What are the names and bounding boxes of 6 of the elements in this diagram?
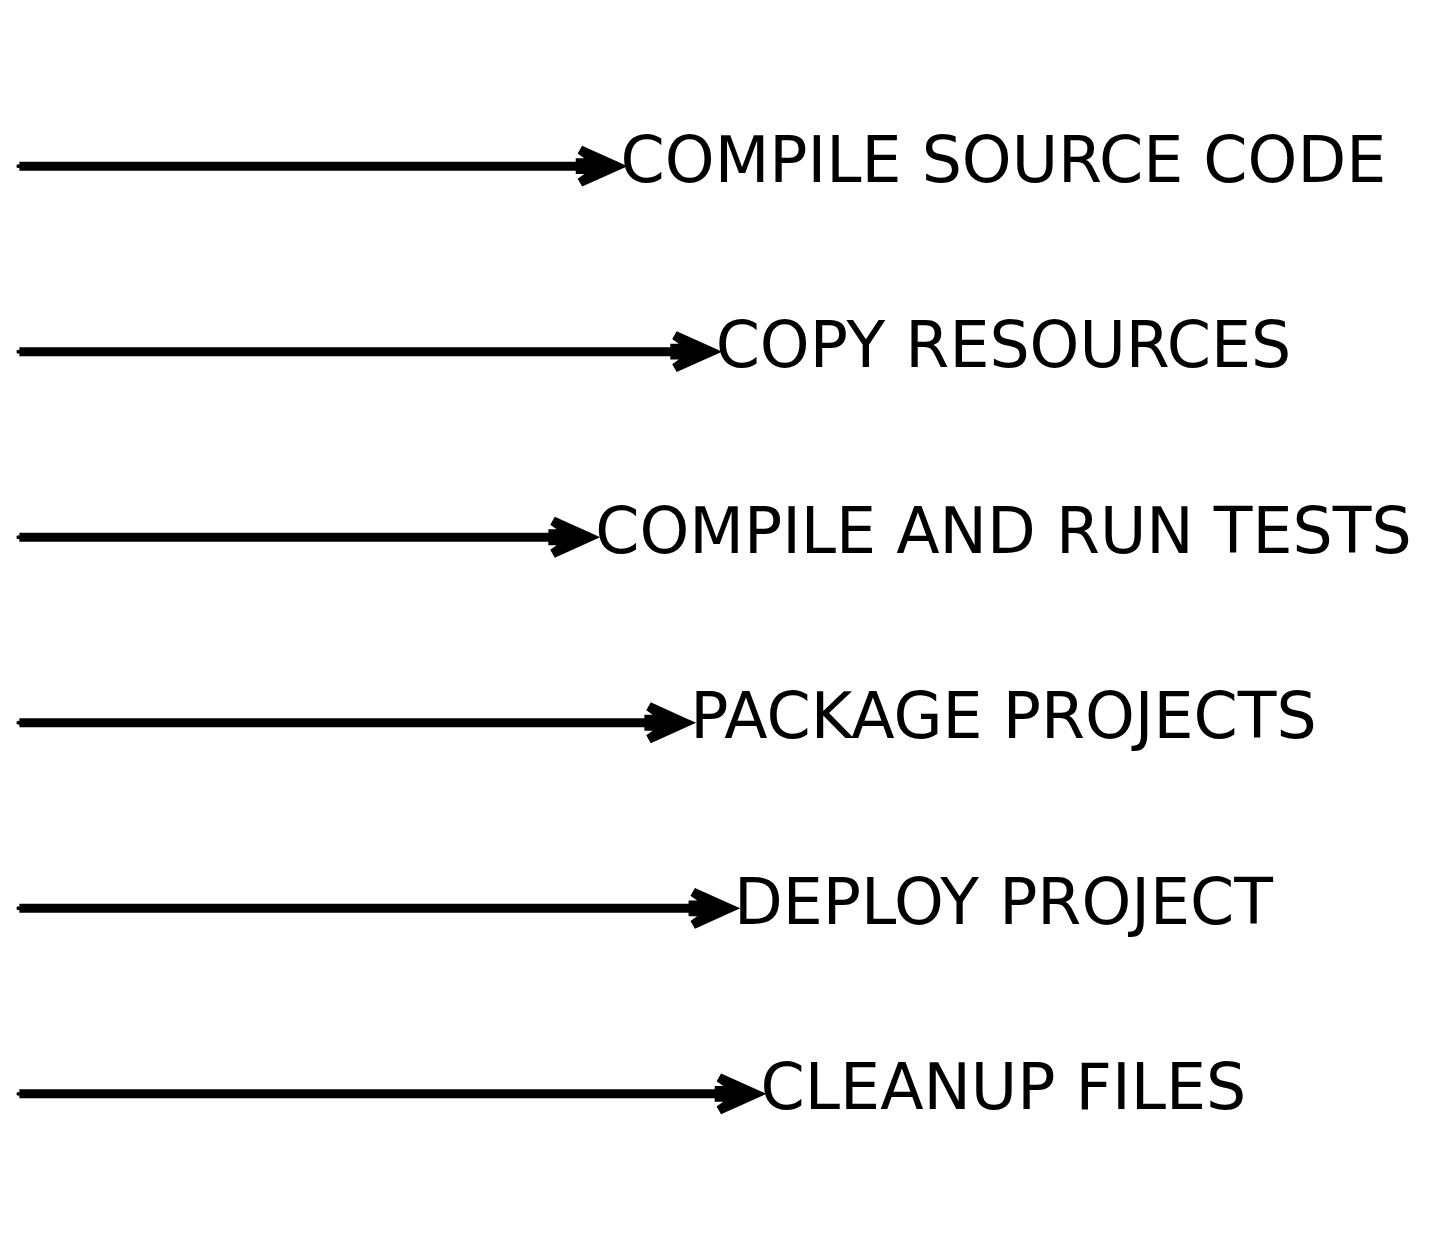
- node-text: PACKAGE PROJECTS: [690, 679, 1317, 754]
- node-text: COMPILE SOURCE CODE: [620, 122, 1387, 197]
- node-text: COPY RESOURCES: [715, 308, 1292, 383]
- node-text: CLEANUP FILES: [760, 1050, 1247, 1125]
- node-text: DEPLOY PROJECT: [733, 864, 1273, 939]
- node-text: COMPILE AND RUN TESTS: [595, 493, 1412, 568]
